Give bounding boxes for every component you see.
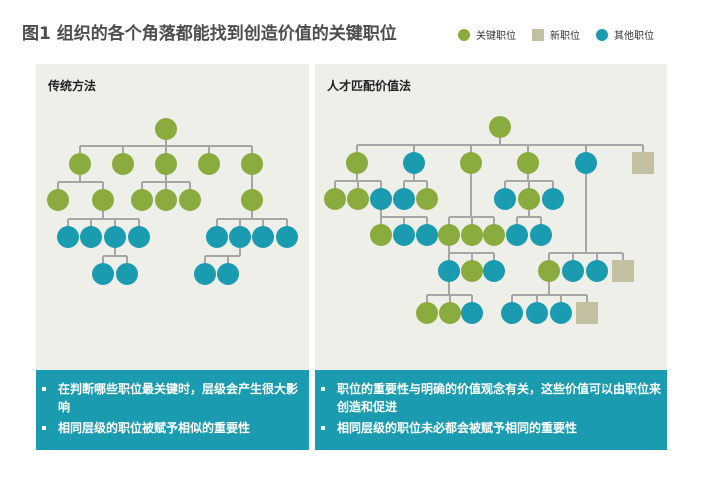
- other-position-node: [526, 302, 548, 324]
- key-position-node: [198, 153, 220, 175]
- key-position-node: [461, 224, 483, 246]
- legend-label-new: 新职位: [550, 31, 580, 42]
- key-position-node: [460, 152, 482, 174]
- other-position-node: [542, 188, 564, 210]
- new-position-node: [576, 302, 598, 324]
- other-position-node: [104, 226, 126, 248]
- other-position-node: [229, 226, 251, 248]
- new-position-node: [612, 260, 634, 282]
- talent-value-notes: 职位的重要性与明确的价值观念有关，这些价值可以由职位来创造和促进 相同层级的职位…: [315, 370, 667, 450]
- other-position-node: [57, 226, 79, 248]
- note-item: 相同层级的职位被赋予相似的重要性: [42, 419, 303, 437]
- other-position-node: [252, 226, 274, 248]
- key-position-node: [179, 189, 201, 211]
- other-position-node: [461, 302, 483, 324]
- other-position-node: [80, 226, 102, 248]
- key-position-node: [538, 260, 560, 282]
- other-position-node: [370, 188, 392, 210]
- other-position-node: [393, 188, 415, 210]
- other-position-node: [403, 152, 425, 174]
- traditional-method-panel: 传统方法: [36, 64, 309, 370]
- other-position-node: [562, 260, 584, 282]
- other-position-circle-icon: [596, 28, 608, 41]
- legend-item-new: 新职位: [532, 27, 580, 42]
- other-position-node: [550, 302, 572, 324]
- other-position-node: [393, 224, 415, 246]
- note-text: 相同层级的职位被赋予相似的重要性: [58, 421, 251, 435]
- bullet-icon: [42, 380, 50, 416]
- other-position-node: [438, 260, 460, 282]
- other-position-node: [530, 224, 552, 246]
- legend-label-other: 其他职位: [614, 31, 654, 42]
- key-position-node: [69, 153, 91, 175]
- key-position-node: [241, 153, 263, 175]
- key-position-node: [517, 152, 539, 174]
- key-position-node: [346, 152, 368, 174]
- other-position-node: [483, 260, 505, 282]
- note-item: 职位的重要性与明确的价值观念有关，这些价值可以由职位来创造和促进: [321, 380, 661, 416]
- bullet-icon: [321, 419, 329, 437]
- note-item: 在判断哪些职位最关键时，层级会产生很大影响: [42, 380, 303, 416]
- other-position-node: [276, 226, 298, 248]
- key-position-node: [439, 302, 461, 324]
- bullet-icon: [42, 419, 50, 437]
- key-position-node: [518, 188, 540, 210]
- other-position-node: [501, 302, 523, 324]
- note-text: 相同层级的职位未必都会被赋予相同的重要性: [337, 421, 578, 435]
- legend-item-key: 关键职位: [458, 27, 516, 42]
- other-position-node: [206, 226, 228, 248]
- other-position-node: [586, 260, 608, 282]
- key-position-node: [324, 188, 346, 210]
- other-position-node: [575, 152, 597, 174]
- new-position-square-icon: [532, 28, 544, 41]
- key-position-node: [155, 118, 177, 140]
- other-position-node: [217, 263, 239, 285]
- note-text: 在判断哪些职位最关键时，层级会产生很大影响: [58, 382, 299, 414]
- figure-title: 图1 组织的各个角落都能找到创造价值的关键职位: [22, 24, 397, 44]
- other-position-node: [494, 188, 516, 210]
- key-position-node: [416, 188, 438, 210]
- key-position-node: [241, 189, 263, 211]
- key-position-node: [461, 260, 483, 282]
- other-position-node: [194, 263, 216, 285]
- key-position-node: [347, 188, 369, 210]
- key-position-circle-icon: [458, 28, 470, 41]
- key-position-node: [438, 224, 460, 246]
- other-position-node: [128, 226, 150, 248]
- key-position-node: [155, 189, 177, 211]
- panel-title-traditional: 传统方法: [48, 79, 97, 93]
- key-position-node: [112, 153, 134, 175]
- key-position-node: [370, 224, 392, 246]
- other-position-node: [416, 224, 438, 246]
- legend: 关键职位 新职位 其他职位: [458, 27, 654, 42]
- key-position-node: [416, 302, 438, 324]
- key-position-node: [489, 116, 511, 138]
- other-position-node: [92, 263, 114, 285]
- key-position-node: [47, 189, 69, 211]
- panel-title-talent-value: 人才匹配价值法: [327, 79, 412, 93]
- key-position-node: [131, 189, 153, 211]
- new-position-node: [632, 152, 654, 174]
- note-item: 相同层级的职位未必都会被赋予相同的重要性: [321, 419, 661, 437]
- bullet-icon: [321, 380, 329, 416]
- key-position-node: [92, 189, 114, 211]
- note-text: 职位的重要性与明确的价值观念有关，这些价值可以由职位来创造和促进: [337, 382, 662, 414]
- legend-item-other: 其他职位: [596, 27, 654, 42]
- traditional-notes: 在判断哪些职位最关键时，层级会产生很大影响 相同层级的职位被赋予相似的重要性: [36, 370, 309, 450]
- key-position-node: [155, 153, 177, 175]
- other-position-node: [116, 263, 138, 285]
- other-position-node: [506, 224, 528, 246]
- legend-label-key: 关键职位: [476, 31, 516, 42]
- key-position-node: [483, 224, 505, 246]
